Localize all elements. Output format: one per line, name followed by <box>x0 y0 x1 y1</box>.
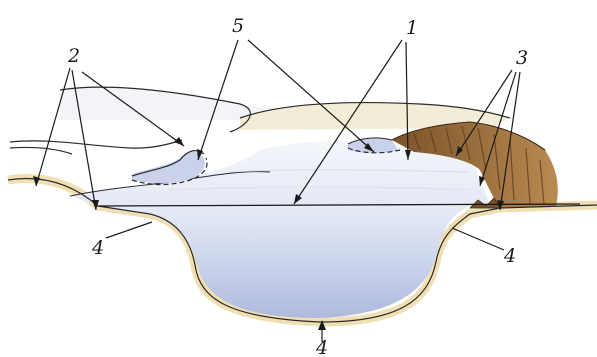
callout-3: 3 <box>516 47 528 69</box>
callout-4-left: 4 <box>91 237 104 259</box>
callout-4-bottom: 4 <box>315 337 328 357</box>
callout-2: 2 <box>67 45 80 67</box>
callout-4-right: 4 <box>503 245 516 267</box>
callout-5: 5 <box>232 15 244 37</box>
callout-1: 1 <box>406 17 418 39</box>
